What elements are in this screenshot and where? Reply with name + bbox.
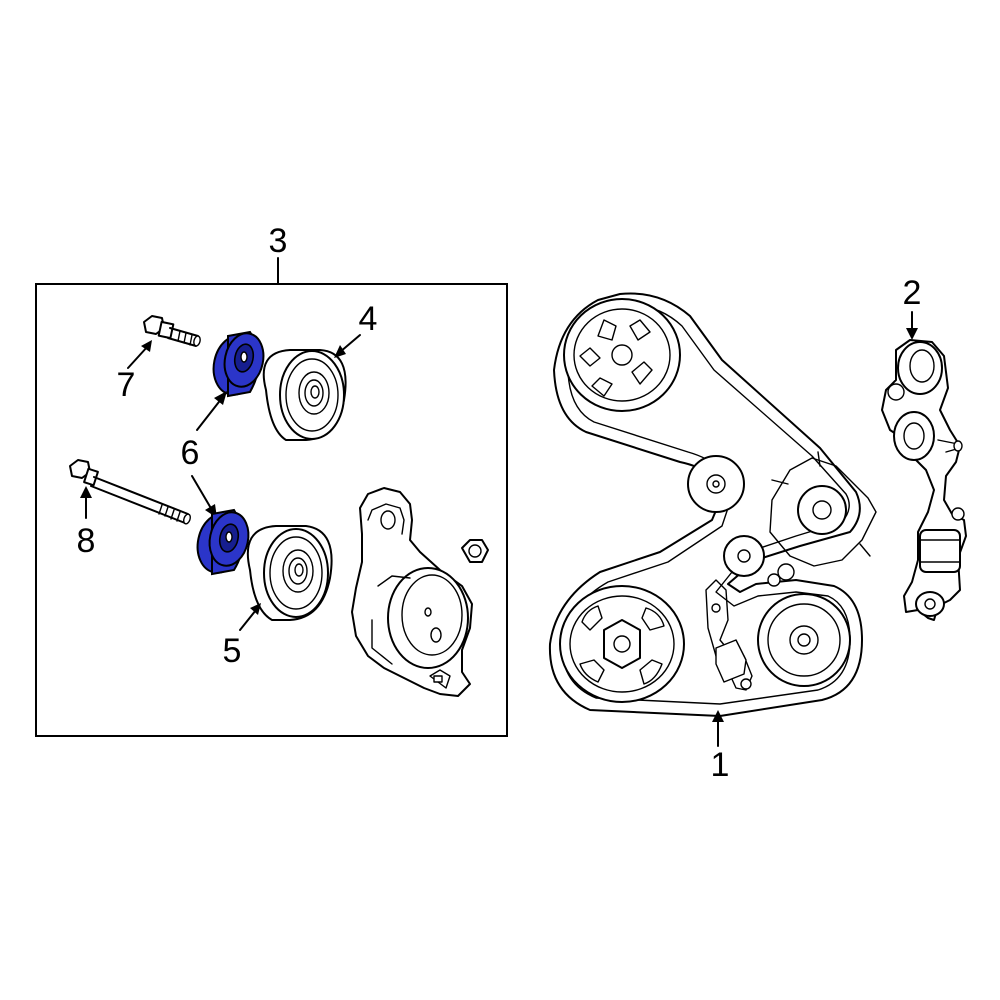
tensioner-assembly-group[interactable]: 3 xyxy=(35,222,508,737)
callout-6[interactable]: 6 xyxy=(181,434,200,472)
leader-4 xyxy=(339,334,361,353)
callout-5[interactable]: 5 xyxy=(223,632,242,670)
bolt-short-7[interactable] xyxy=(143,315,201,347)
arrow-7 xyxy=(141,340,152,352)
callout-7[interactable]: 7 xyxy=(117,366,136,404)
arrow-2 xyxy=(906,328,918,340)
callout-3[interactable]: 3 xyxy=(269,222,288,260)
leader-6-upper xyxy=(196,397,223,431)
assembly-frame xyxy=(35,283,508,737)
idler-pulley-lower-5[interactable] xyxy=(246,525,333,621)
tensioner-nut[interactable] xyxy=(461,539,489,563)
bolt-long-8[interactable] xyxy=(69,459,192,525)
callout-4[interactable]: 4 xyxy=(359,300,378,338)
callout-1[interactable]: 1 xyxy=(711,746,730,784)
callout-2[interactable]: 2 xyxy=(903,274,922,312)
pulley-cover-lower-6[interactable] xyxy=(192,508,253,577)
pulley-cover-upper-6[interactable] xyxy=(208,330,268,399)
callout-8[interactable]: 8 xyxy=(77,522,96,560)
arrow-1 xyxy=(712,710,724,722)
leader-6-lower xyxy=(191,475,213,511)
serpentine-belt-1[interactable] xyxy=(548,292,877,717)
arrow-4 xyxy=(334,345,346,358)
arrow-6-upper xyxy=(214,391,227,405)
arrow-5 xyxy=(250,603,261,615)
leader-7 xyxy=(127,345,149,369)
tensioner-damper-2[interactable] xyxy=(881,339,967,621)
arrow-8 xyxy=(80,486,92,498)
tensioner-bracket[interactable] xyxy=(351,487,473,697)
idler-pulley-upper-4[interactable] xyxy=(262,349,347,441)
leader-5 xyxy=(239,609,257,631)
